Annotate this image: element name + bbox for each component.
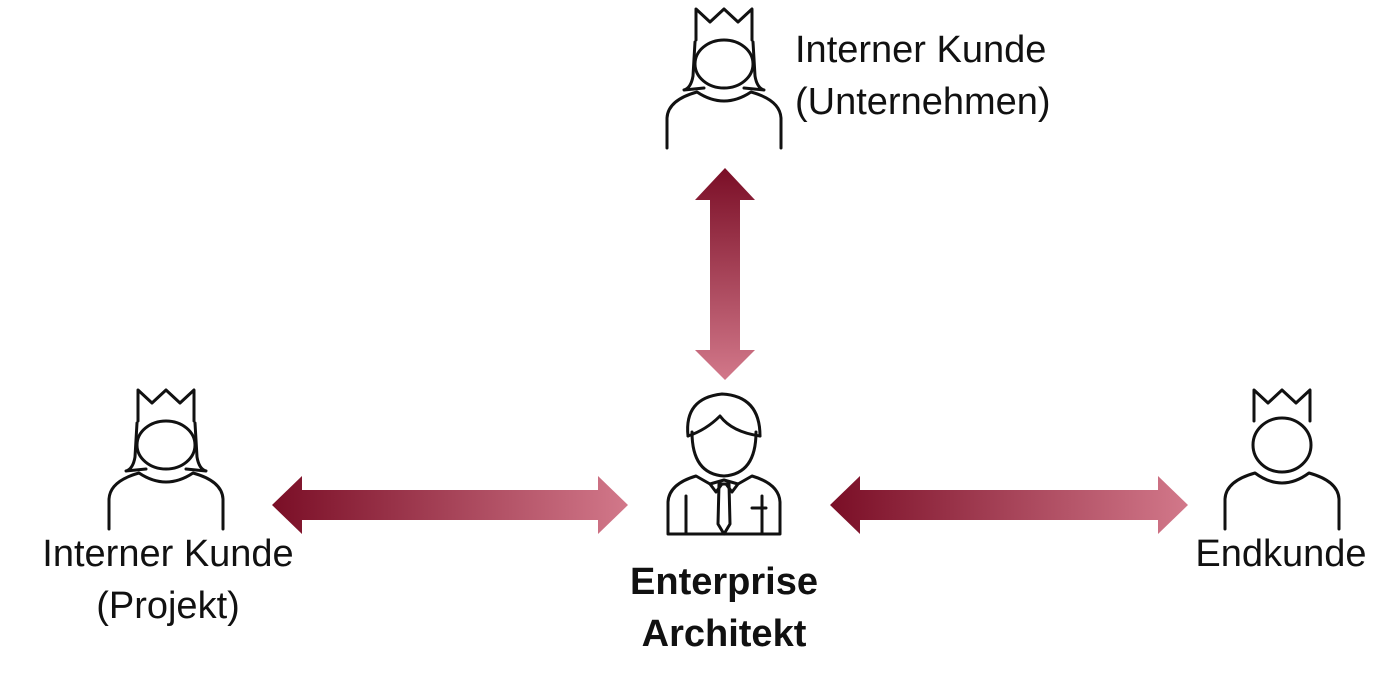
- node-label-center: Enterprise Architekt: [574, 556, 874, 660]
- node-label-right-line1: Endkunde: [1195, 533, 1367, 575]
- node-label-right: Endkunde: [1176, 528, 1386, 580]
- node-label-center-line2: Architekt: [641, 613, 807, 655]
- node-label-top-line2: (Unternehmen): [795, 81, 1051, 123]
- arrow-center-left: [272, 476, 628, 534]
- arrow-center-right: [830, 476, 1188, 534]
- node-label-left-line2: (Projekt): [96, 585, 240, 627]
- male-customer-crown-icon: [1223, 388, 1341, 531]
- female-customer-crown-icon: [665, 7, 783, 150]
- node-label-left-line1: Interner Kunde: [42, 533, 294, 575]
- node-label-top: Interner Kunde (Unternehmen): [795, 24, 1051, 128]
- arrow-center-top: [695, 168, 755, 380]
- node-label-center-line1: Enterprise: [630, 561, 818, 603]
- node-label-left: Interner Kunde (Projekt): [18, 528, 318, 632]
- female-customer-crown-icon: [107, 388, 225, 531]
- businessman-tie-icon: [666, 392, 782, 536]
- node-label-top-line1: Interner Kunde: [795, 29, 1047, 71]
